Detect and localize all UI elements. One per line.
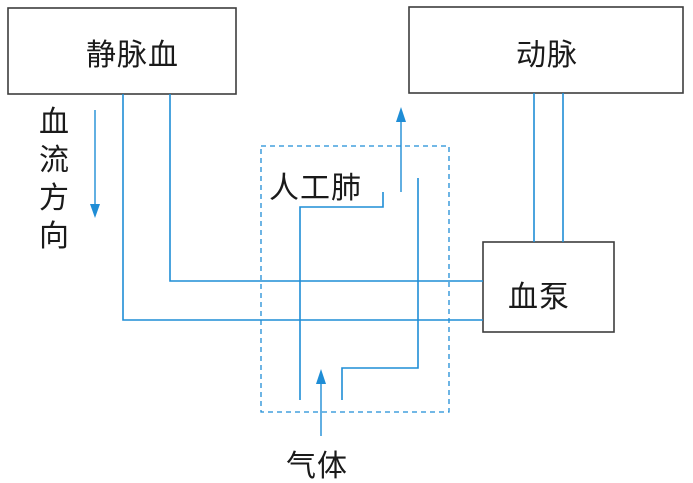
artificial-lung-frame	[260, 145, 450, 413]
gas-outlet-arrowhead	[396, 107, 406, 122]
flow-direction-char: 方	[39, 181, 69, 216]
artery-label: 动脉	[516, 38, 578, 73]
flow-direction-label: 血 流 方 向	[36, 104, 72, 256]
venous-pipe-inner	[169, 94, 483, 282]
flow-direction-char: 血	[39, 105, 69, 140]
flow-direction-char: 流	[39, 143, 69, 178]
gas-label: 气体	[286, 449, 348, 483]
artificial-lung-label: 人工肺	[269, 171, 362, 206]
gas-inlet-arrowhead	[316, 369, 326, 384]
artery-box	[408, 6, 684, 94]
flow-direction-arrowhead	[90, 204, 100, 218]
gas-channel-right	[341, 178, 419, 400]
blood-pump-box	[482, 241, 615, 333]
gas-channel-left	[299, 192, 384, 400]
venous-blood-label: 静脉血	[86, 38, 179, 73]
venous-blood-box	[7, 7, 237, 95]
flow-direction-char: 向	[39, 219, 69, 254]
blood-pump-label: 血泵	[508, 280, 570, 315]
venous-pipe-outer	[122, 94, 483, 321]
